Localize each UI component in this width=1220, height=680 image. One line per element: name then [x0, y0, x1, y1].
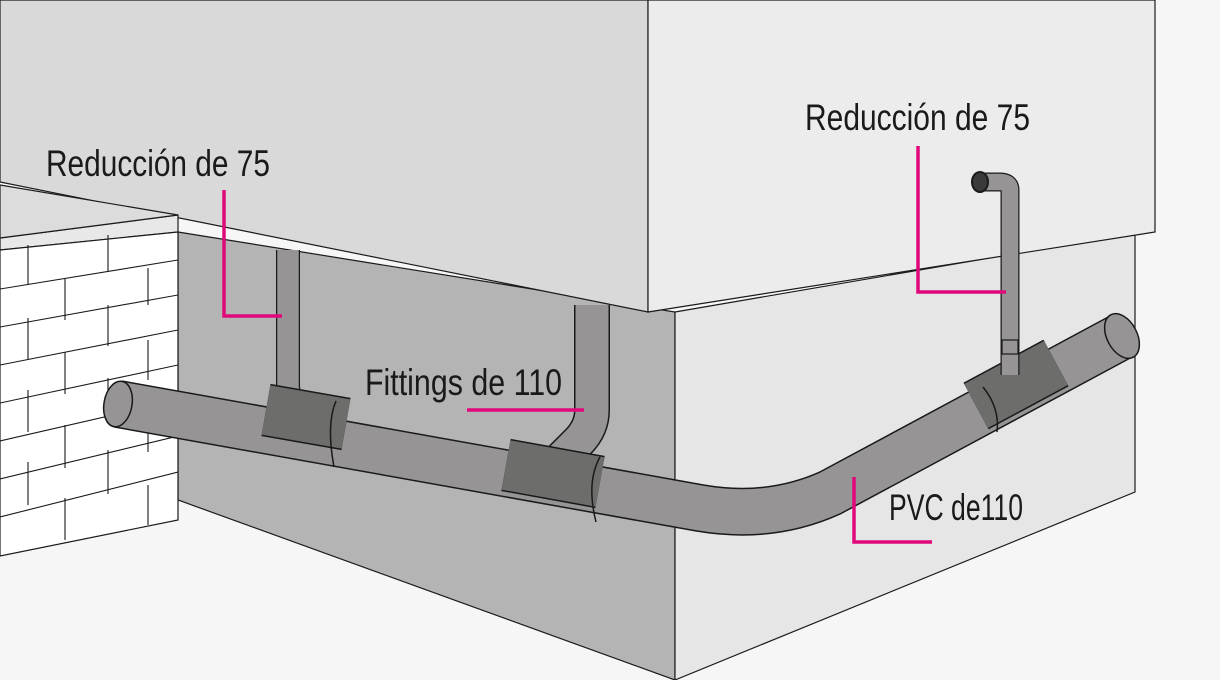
label-fittings: Fittings de 110 [365, 362, 562, 403]
fitting-middle [501, 438, 605, 523]
fitting-left [261, 383, 351, 468]
fitting-right [963, 339, 1069, 433]
label-reduction-right: Reducción de 75 [805, 97, 1030, 138]
pipe-end-right [1103, 312, 1141, 360]
leader-pvc [852, 477, 932, 544]
slab-right [647, 0, 1156, 313]
brick-wall [0, 184, 179, 557]
pipe-reduction-right [971, 171, 1020, 375]
leader-reduction-left [222, 190, 282, 318]
vent-opening [971, 171, 989, 193]
pipe-pvc-110 [102, 312, 1141, 536]
leader-reduction-right [916, 146, 1006, 294]
pipe-end-left [102, 380, 134, 428]
label-pvc: PVC de110 [889, 487, 1023, 528]
pipe-reduction-middle [545, 305, 610, 475]
label-reduction-left: Reducción de 75 [46, 143, 270, 184]
